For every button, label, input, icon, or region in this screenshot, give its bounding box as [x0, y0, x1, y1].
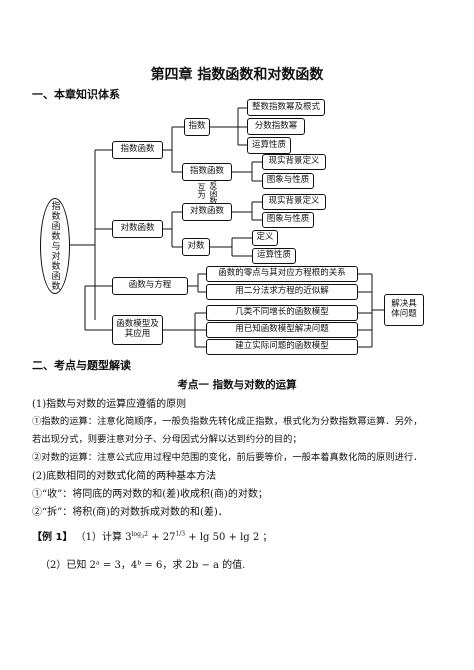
example-part1-expr: + lg 50 + lg 2 — [188, 532, 260, 543]
node-zero-root: 函数的零点与其对应方程根的关系 — [206, 266, 358, 282]
text-line-7: ②“拆”：将积(商)的对数拆成对数的和(差)． — [32, 507, 228, 518]
example-part1-prefix: （1）计算 — [75, 532, 123, 543]
node-exp-function: 指数函数 — [182, 163, 232, 181]
node-bisection: 用二分法求方程的近似解 — [206, 284, 358, 300]
node-int-exp: 整数指数幂及根式 — [247, 99, 325, 116]
root-label: 指数函数与对数函数 — [49, 201, 60, 291]
node-growth: 几类不同增长的函数模型 — [206, 305, 358, 321]
node-log-graph: 图象与性质 — [262, 212, 314, 228]
node-exp-ops: 运算性质 — [247, 137, 291, 154]
node-solve: 解决具体问题 — [384, 294, 424, 326]
node-func-model: 函数模型及其应用 — [112, 315, 163, 345]
node-log-ops: 运算性质 — [252, 248, 296, 264]
node-build-model: 建立实际问题的函数模型 — [206, 339, 358, 355]
node-logarithm: 对数 — [182, 238, 210, 256]
node-log-background: 现实背景定义 — [262, 194, 326, 210]
node-func-equation: 函数与方程 — [112, 277, 188, 295]
node-exp-func: 指数函数 — [112, 141, 163, 159]
node-exponent: 指数 — [184, 118, 210, 136]
text-line-5: (2)底数相同的对数式化简的两种基本方法 — [32, 471, 217, 482]
root-node: 指数函数与对数函数 — [40, 198, 70, 294]
text-line-6: ①“收”：将同底的两对数的和(差)收成积(商)的对数； — [32, 489, 268, 500]
text-line-4: ②对数的运算：注意公式应用过程中范围的变化，前后要等价，一般本着真数化简的原则进… — [32, 452, 423, 463]
node-exp-graph: 图象与性质 — [262, 173, 314, 189]
example-1-part2: （2）已知 2ᵃ = 3，4ᵇ = 6，求 2b − a 的值. — [40, 560, 246, 571]
node-exp-background: 现实背景定义 — [262, 154, 326, 170]
knowledge-diagram-lines — [70, 107, 384, 348]
example-part1-end: ； — [262, 532, 273, 543]
section-heading-2: 二、考点与题型解读 — [32, 359, 131, 372]
section-heading-1: 一、本章知识体系 — [32, 88, 120, 101]
text-line-2: ①指数的运算：注意化简顺序，一般负指数先转化成正指数，根式化为分数指数幂运算．另… — [32, 416, 423, 427]
example-label: 【例 1】 — [32, 532, 73, 543]
example-1-part1: 【例 1】 （1）计算 3log32 + 271/3 + lg 50 + lg … — [32, 528, 272, 543]
kp1-title: 考点一 指数与对数的运算 — [177, 379, 297, 391]
node-frac-exp: 分数指数幂 — [247, 118, 305, 135]
text-line-3: 若出现分式，则要注意对分子、分母因式分解以达到约分的目的； — [32, 434, 302, 445]
node-log-function: 对数函数 — [182, 203, 232, 221]
node-log-def: 定义 — [252, 230, 278, 246]
node-log-func: 对数函数 — [112, 220, 163, 238]
node-known-model: 用已知函数模型解决问题 — [206, 322, 358, 338]
text-line-1: (1)指数与对数的运算应遵循的原则 — [32, 399, 187, 410]
example-formula: 3log32 + 271/3 — [125, 530, 186, 543]
page-title: 第四章 指数函数和对数函数 — [150, 67, 324, 83]
inverse-label-a: 互为 — [197, 183, 206, 199]
inverse-label-b: 反函数 — [209, 181, 218, 205]
